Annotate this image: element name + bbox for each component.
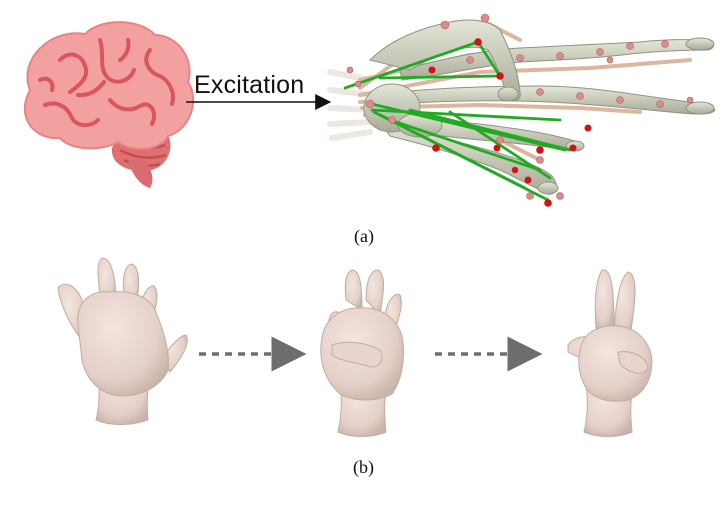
excitation-label: Excitation <box>194 71 305 99</box>
hand-musculoskeletal-model <box>327 13 716 207</box>
panel-b-caption: (b) <box>353 457 374 477</box>
panel-a-caption: (a) <box>354 226 374 246</box>
three-finger-hand-icon <box>320 269 405 437</box>
victory-hand-icon <box>567 269 653 437</box>
brain-icon <box>23 21 195 188</box>
open-hand-icon <box>57 257 188 425</box>
